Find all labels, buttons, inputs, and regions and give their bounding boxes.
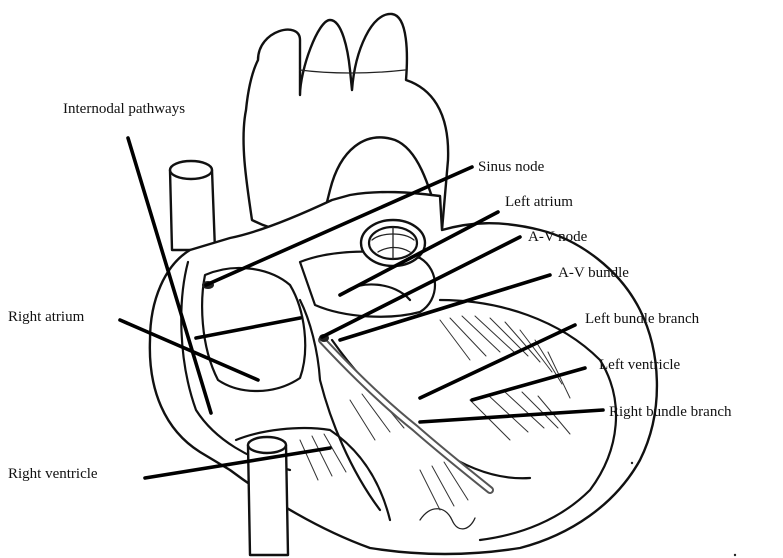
label-internodal-pathways: Internodal pathways (63, 102, 185, 117)
label-right-ventricle: Right ventricle (8, 467, 98, 482)
speck (631, 462, 633, 464)
label-right-atrium: Right atrium (8, 310, 84, 325)
inferior-vena-cava-opening (248, 437, 286, 453)
superior-vena-cava (170, 170, 215, 250)
label-left-bundle-branch: Left bundle branch (585, 312, 699, 327)
label-left-ventricle: Left ventricle (599, 358, 680, 373)
label-av-node: A-V node (528, 230, 587, 245)
superior-vena-cava-opening (170, 161, 212, 179)
label-right-bundle-branch: Right bundle branch (609, 405, 731, 420)
label-av-bundle: A-V bundle (558, 266, 629, 281)
pulmonary-valve (361, 220, 425, 266)
label-left-atrium: Left atrium (505, 195, 573, 210)
speck (734, 554, 736, 556)
label-sinus-node: Sinus node (478, 160, 544, 175)
